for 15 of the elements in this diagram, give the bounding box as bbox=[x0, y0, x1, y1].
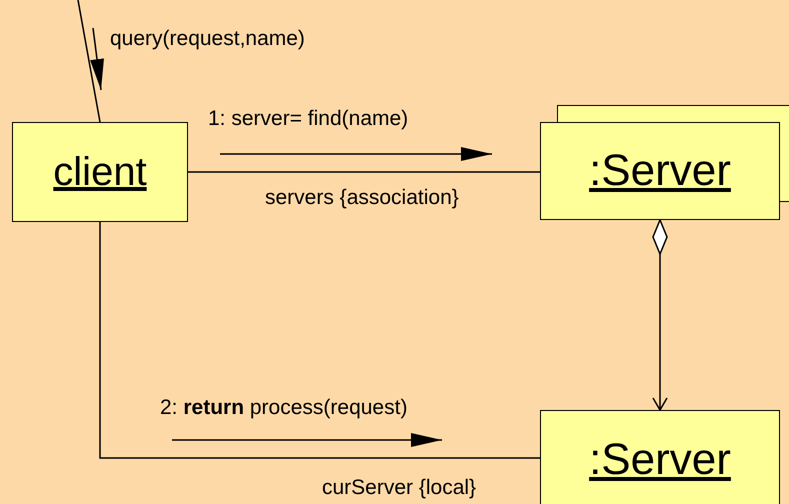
object-name: client bbox=[53, 150, 147, 194]
message-label: query(request,name) bbox=[110, 27, 305, 51]
aggregation-line bbox=[652, 219, 668, 411]
object-name: :Server bbox=[589, 435, 731, 485]
message-label: 2: return process(request) bbox=[160, 396, 408, 420]
object-box bbox=[12, 122, 188, 222]
message-line bbox=[77, 0, 101, 122]
role-label: curServer {local} bbox=[322, 476, 476, 500]
link-line bbox=[99, 222, 540, 459]
link-line bbox=[188, 171, 540, 173]
role-label: servers {association} bbox=[265, 186, 459, 210]
object-name: :Server bbox=[589, 146, 731, 196]
object-box bbox=[540, 410, 780, 504]
object-box bbox=[540, 122, 780, 220]
message-label: 1: server= find(name) bbox=[208, 107, 408, 131]
